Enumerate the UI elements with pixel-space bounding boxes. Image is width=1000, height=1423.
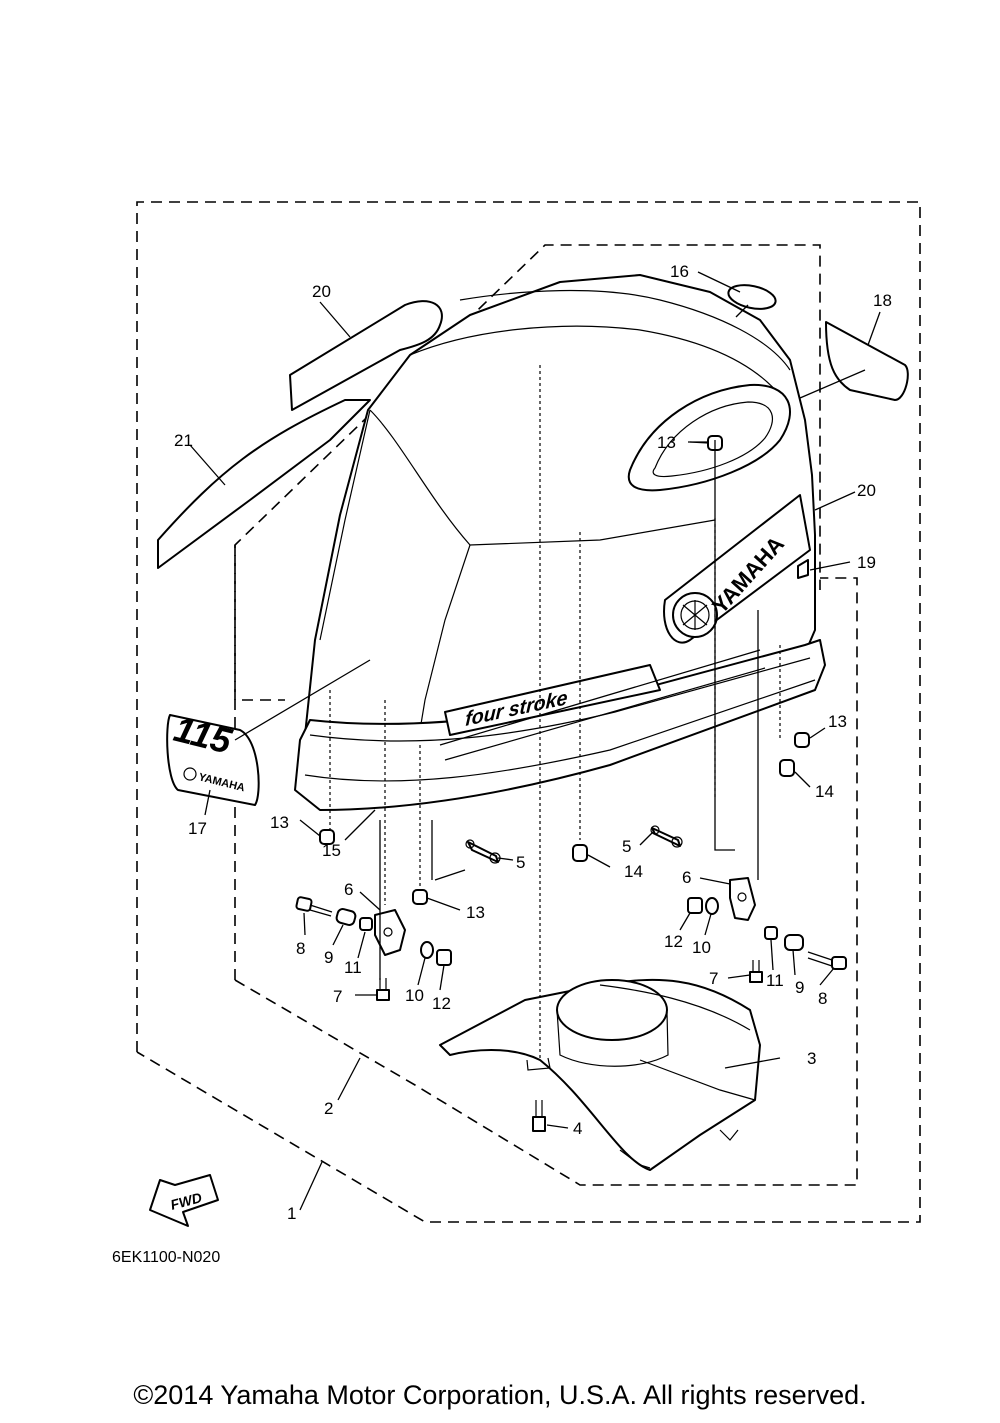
- grommet-13-a: [319, 829, 335, 845]
- leader-lines: [189, 271, 881, 1211]
- link-5-right: [650, 825, 683, 848]
- callout-1: 1: [287, 1204, 296, 1223]
- bracket-6-left: [374, 909, 406, 956]
- screw-4: [532, 1100, 546, 1132]
- callout-4: 4: [573, 1119, 582, 1138]
- nut-12-right: [687, 897, 703, 914]
- callout-10-right: 10: [692, 938, 711, 957]
- callout-7-left: 7: [333, 987, 342, 1006]
- callout-9-right: 9: [795, 978, 804, 997]
- collar-9-left: [335, 908, 357, 926]
- callout-labels: 1 2 3 4 5 5 6 6 7 7 8 8 9 9 10 10 11 11 …: [174, 262, 892, 1223]
- bolt-8-left: [295, 896, 333, 917]
- diagram-code: 6EK1100-N020: [112, 1249, 220, 1266]
- callout-3: 3: [807, 1049, 816, 1068]
- damper-14-a: [572, 844, 588, 862]
- bracket-6-right: [729, 877, 756, 921]
- grommet-11-left: [359, 917, 373, 931]
- callout-11-right: 11: [766, 971, 784, 990]
- nut-12-left: [436, 949, 452, 966]
- callout-15: 15: [322, 841, 341, 860]
- callout-2: 2: [324, 1099, 333, 1118]
- damper-14-b: [779, 759, 795, 777]
- callout-10-left: 10: [405, 986, 424, 1005]
- collar-9-right: [784, 934, 804, 951]
- callout-13-a: 13: [270, 813, 289, 832]
- washer-10-right: [705, 897, 719, 915]
- callout-6-right: 6: [682, 868, 691, 887]
- model-decal-115: 115 YAMAHA: [166, 708, 260, 806]
- decal-16: [727, 284, 777, 310]
- callout-18: 18: [873, 291, 892, 310]
- decal-18: [825, 321, 909, 401]
- callout-6-left: 6: [344, 880, 353, 899]
- callout-11-left: 11: [344, 958, 362, 977]
- grommet-11-right: [764, 926, 778, 940]
- callout-13-c: 13: [657, 433, 676, 452]
- callout-5-right: 5: [622, 837, 631, 856]
- callout-7-right: 7: [709, 969, 718, 988]
- link-5-left: [465, 839, 501, 864]
- callout-9-left: 9: [324, 948, 333, 967]
- callout-14-b: 14: [815, 782, 834, 801]
- callout-14-a: 14: [624, 862, 643, 881]
- bolt-8-right: [807, 951, 847, 970]
- callout-8-right: 8: [818, 989, 827, 1008]
- callout-17: 17: [188, 819, 207, 838]
- assembly-boundary-1: [136, 201, 921, 1223]
- decal-20-top: [289, 300, 443, 411]
- fwd-arrow-label: FWD: [169, 1189, 204, 1213]
- decal-19: [797, 559, 809, 579]
- assembly-guides: [329, 365, 781, 1060]
- callout-12-left: 12: [432, 994, 451, 1013]
- grommet-13-b: [412, 889, 428, 905]
- screw-7-left: [376, 978, 390, 1001]
- callout-20-side: 20: [857, 481, 876, 500]
- callout-13-d: 13: [828, 712, 847, 731]
- callout-8-left: 8: [296, 939, 305, 958]
- grommet-13-d: [794, 732, 810, 748]
- callout-13-b: 13: [466, 903, 485, 922]
- decal-21: [157, 399, 371, 569]
- air-duct-tray: [439, 978, 761, 1171]
- callout-16: 16: [670, 262, 689, 281]
- copyright-notice: ©2014 Yamaha Motor Corporation, U.S.A. A…: [133, 1380, 867, 1410]
- callout-20-top: 20: [312, 282, 331, 301]
- screw-7-right: [749, 960, 763, 983]
- washer-10-left: [420, 941, 434, 959]
- callout-12-right: 12: [664, 932, 683, 951]
- fwd-arrow: FWD: [149, 1174, 219, 1227]
- callout-5-left: 5: [516, 853, 525, 872]
- callout-21: 21: [174, 431, 193, 450]
- callout-19: 19: [857, 553, 876, 572]
